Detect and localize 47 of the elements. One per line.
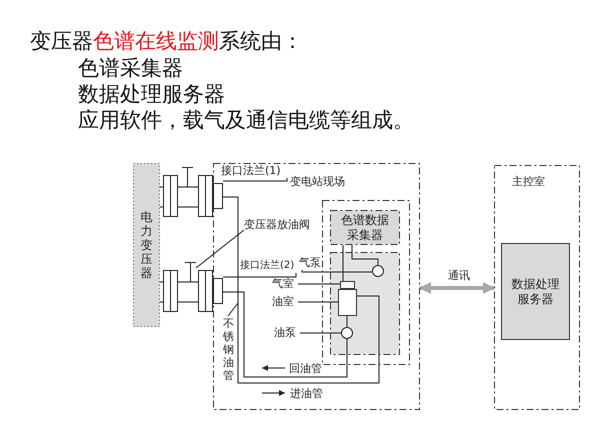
pipe-line (222, 292, 348, 378)
leader-line (196, 230, 244, 268)
heading-text: 应用软件，载气及通信电缆等组成。 (78, 108, 414, 132)
part-label: 接口法兰(1) (221, 164, 281, 177)
area-heading: 变电站现场 (290, 175, 345, 188)
pipe-line (346, 316, 348, 328)
leader-line (300, 332, 342, 334)
box-label: 电力变压器 (140, 210, 153, 280)
part-label: 气泵 (299, 256, 321, 269)
box-label: 色谱数据采集器 (340, 212, 390, 242)
valve-symbol (182, 167, 193, 187)
pipe-label: 回油管 (289, 362, 322, 375)
part-label: 气室 (272, 277, 294, 290)
pipe-line (352, 244, 378, 266)
transformer-box (133, 163, 160, 327)
leader-line (228, 302, 238, 316)
leader-line (302, 270, 372, 272)
double-arrow (419, 282, 495, 294)
leader-line (222, 178, 288, 182)
part-label: 油泵 (274, 326, 296, 339)
edge-label: 通讯 (448, 269, 470, 282)
heading-text: 色谱在线监测 (93, 29, 219, 53)
valve-symbol (185, 262, 196, 282)
analysis-unit-box (330, 252, 400, 355)
part-label: 接口法兰(2) (240, 259, 294, 272)
part-label: 油室 (272, 295, 294, 308)
heading-text: 色谱采集器 (78, 56, 183, 80)
server-box (501, 243, 570, 340)
control-room-box (494, 165, 580, 410)
flange-symbol (198, 270, 223, 312)
oil-chamber-symbol (338, 289, 357, 316)
heading-text: 数据处理服务器 (78, 82, 225, 106)
area-heading: 主控室 (512, 175, 545, 188)
gas-chamber-symbol (340, 281, 355, 289)
heading-text: 变压器 (30, 29, 93, 53)
collector-enclosure-box (322, 200, 410, 365)
part-label: 变压器放油阀 (244, 218, 310, 231)
pipe-label: 进油管 (290, 387, 323, 400)
site-boundary-box (213, 163, 420, 410)
heading-text: 系统由： (219, 29, 303, 53)
pipe-line (222, 196, 380, 384)
leader-line (222, 272, 296, 278)
flange-symbol (198, 175, 223, 217)
box-label: 数据处理服务器 (510, 276, 560, 306)
collector-box (330, 210, 400, 245)
pipe-line (342, 244, 344, 282)
part-label: 不锈钢油管 (222, 316, 234, 382)
